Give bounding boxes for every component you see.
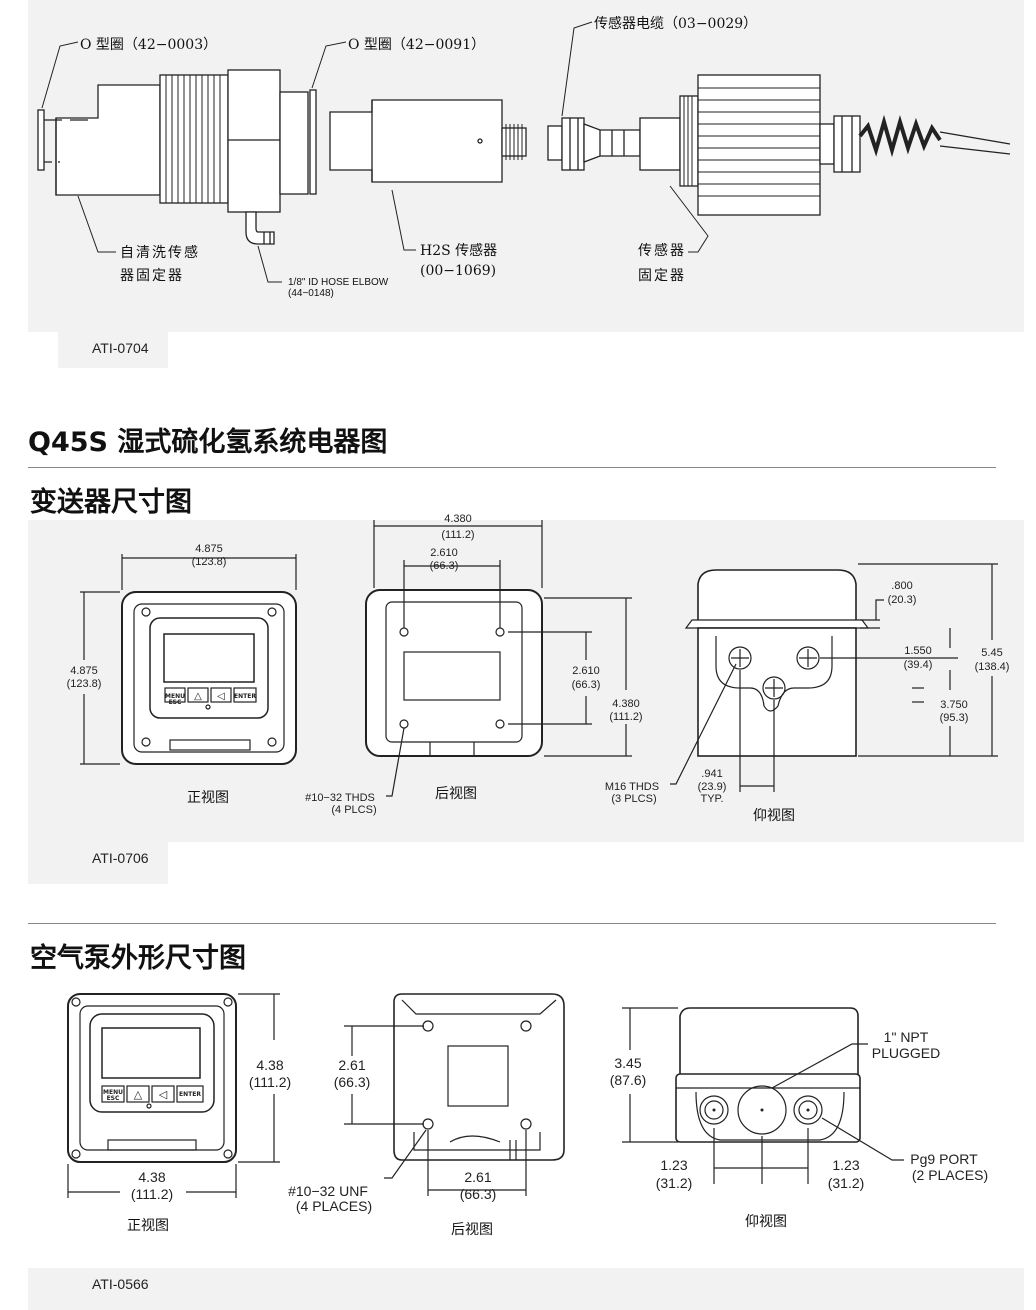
label-mount-line2: 固定器	[638, 268, 686, 284]
pump-front-width: 4.38	[138, 1169, 165, 1185]
tx-bottom-c: 5.45	[981, 647, 1002, 659]
pump-front-caption: 正视图	[127, 1218, 169, 1234]
section-divider	[28, 923, 996, 924]
tx-bottom-m16: M16 THDS	[605, 781, 659, 793]
pump-bottom-pg9: Pg9 PORT	[910, 1151, 978, 1167]
pump-bottom-left: 1.23	[660, 1157, 687, 1173]
pump-bottom-npt-plugged: PLUGGED	[872, 1045, 940, 1061]
pump-back-unf-count: (4 PLACES)	[296, 1198, 372, 1214]
tx-back-thds: #10−32 THDS	[305, 792, 375, 804]
pump-bottom-height: 3.45	[614, 1055, 641, 1071]
pump-front-height-mm: (111.2)	[249, 1074, 291, 1090]
tx-bottom-c-mm: (138.4)	[975, 661, 1010, 673]
tx-back-inner-width-mm: (66.3)	[430, 560, 459, 572]
tx-bottom-a: .800	[891, 580, 912, 592]
tx-front-height-mm: (123.8)	[67, 678, 102, 690]
transmitter-title: 变送器尺寸图	[30, 487, 192, 518]
tx-front-height: 4.875	[70, 665, 98, 677]
tx-bottom-e-mm: (23.9)	[698, 781, 727, 793]
tx-back-inner-height-mm: (66.3)	[572, 679, 601, 691]
tx-back-thds-count: (4 PLCS)	[331, 804, 376, 816]
pump-key-menu[interactable]: MENU	[103, 1089, 123, 1096]
tx-key-esc[interactable]: ESC	[169, 699, 182, 706]
pump-bottom-left-mm: (31.2)	[656, 1175, 693, 1191]
tx-key-enter[interactable]: ENTER	[234, 693, 256, 700]
tx-front-width-mm: (123.8)	[192, 556, 227, 568]
pump-code: ATI-0566	[92, 1276, 149, 1292]
tx-bottom-m16-count: (3 PLCS)	[611, 793, 656, 805]
tx-key-menu[interactable]: MENU	[165, 693, 185, 700]
tx-key-up[interactable]: △	[194, 691, 202, 702]
assembly-code-box	[58, 332, 168, 368]
pump-bottom-npt: 1" NPT	[884, 1029, 929, 1045]
tx-back-width: 4.380	[444, 513, 472, 525]
tx-back-height-mm: (111.2)	[609, 711, 642, 723]
pump-key-left[interactable]: ◁	[159, 1088, 168, 1101]
page-title: Q45S 湿式硫化氢系统电器图	[28, 427, 388, 458]
pump-bottom-right: 1.23	[832, 1157, 859, 1173]
label-elbow-line2: (44−0148)	[288, 288, 334, 299]
tx-bottom-b-mm: (39.4)	[904, 659, 933, 671]
label-holder-line1: 自清洗传感	[120, 245, 200, 261]
tx-back-inner-height: 2.610	[572, 665, 600, 677]
tx-bottom-d: 3.750	[940, 699, 968, 711]
tx-bottom-a-mm: (20.3)	[888, 594, 917, 606]
title-divider	[28, 467, 996, 468]
label-oring-2: O 型圈（42−0091）	[348, 37, 486, 53]
tx-bottom-e: .941	[701, 768, 722, 780]
assembly-code: ATI-0704	[92, 340, 149, 356]
assembly-drawing	[37, 21, 1011, 283]
pump-key-enter[interactable]: ENTER	[179, 1091, 201, 1098]
pump-drawing: MENU ESC △ ◁ ENTER 4.38 (111.2) 4.38 (11…	[67, 993, 988, 1238]
tx-front-width: 4.875	[195, 543, 223, 555]
pump-key-up[interactable]: △	[134, 1088, 143, 1101]
label-elbow-line1: 1/8" ID HOSE ELBOW	[288, 277, 389, 288]
tx-back-caption: 后视图	[435, 786, 477, 802]
tx-key-left[interactable]: ◁	[217, 691, 225, 702]
pump-back-height: 2.61	[338, 1057, 365, 1073]
label-h2s-line1: H2S 传感器	[420, 243, 498, 259]
tx-back-width-mm: (111.2)	[441, 529, 474, 541]
tx-bottom-d-mm: (95.3)	[940, 712, 969, 724]
label-h2s-line2: (00−1069)	[420, 263, 497, 279]
label-holder-line2: 器固定器	[120, 268, 184, 284]
pump-back-width: 2.61	[464, 1169, 491, 1185]
tx-bottom-caption: 仰视图	[753, 808, 795, 824]
pump-back-caption: 后视图	[451, 1222, 493, 1238]
pump-bottom-caption: 仰视图	[745, 1214, 787, 1230]
tx-back-inner-width: 2.610	[430, 547, 458, 559]
transmitter-code-box	[28, 840, 168, 884]
pump-back-height-mm: (66.3)	[334, 1074, 371, 1090]
pump-code-box	[28, 1268, 1024, 1310]
transmitter-drawing: MENU ESC △ ◁ ENTER 4.875 (123.8) 4.875 (…	[67, 513, 1010, 824]
pump-bottom-height-mm: (87.6)	[610, 1072, 647, 1088]
transmitter-code: ATI-0706	[92, 850, 149, 866]
label-oring-1: O 型圈（42−0003）	[80, 37, 218, 53]
pump-bottom-pg9-count: (2 PLACES)	[912, 1167, 988, 1183]
label-sensor-cable: 传感器电缆（03−0029）	[594, 16, 758, 32]
pump-key-esc[interactable]: ESC	[107, 1095, 120, 1102]
pump-front-width-mm: (111.2)	[131, 1186, 173, 1202]
tx-bottom-b: 1.550	[904, 645, 932, 657]
pump-title: 空气泵外形尺寸图	[30, 943, 246, 974]
pump-front-height: 4.38	[256, 1057, 283, 1073]
pump-back-width-mm: (66.3)	[460, 1186, 497, 1202]
tx-back-height: 4.380	[612, 698, 640, 710]
pump-bottom-right-mm: (31.2)	[828, 1175, 865, 1191]
tx-bottom-e-typ: TYP.	[700, 793, 723, 805]
label-mount-line1: 传感器	[638, 243, 686, 259]
tx-front-caption: 正视图	[187, 790, 229, 806]
pump-back-unf: #10−32 UNF	[288, 1183, 368, 1199]
